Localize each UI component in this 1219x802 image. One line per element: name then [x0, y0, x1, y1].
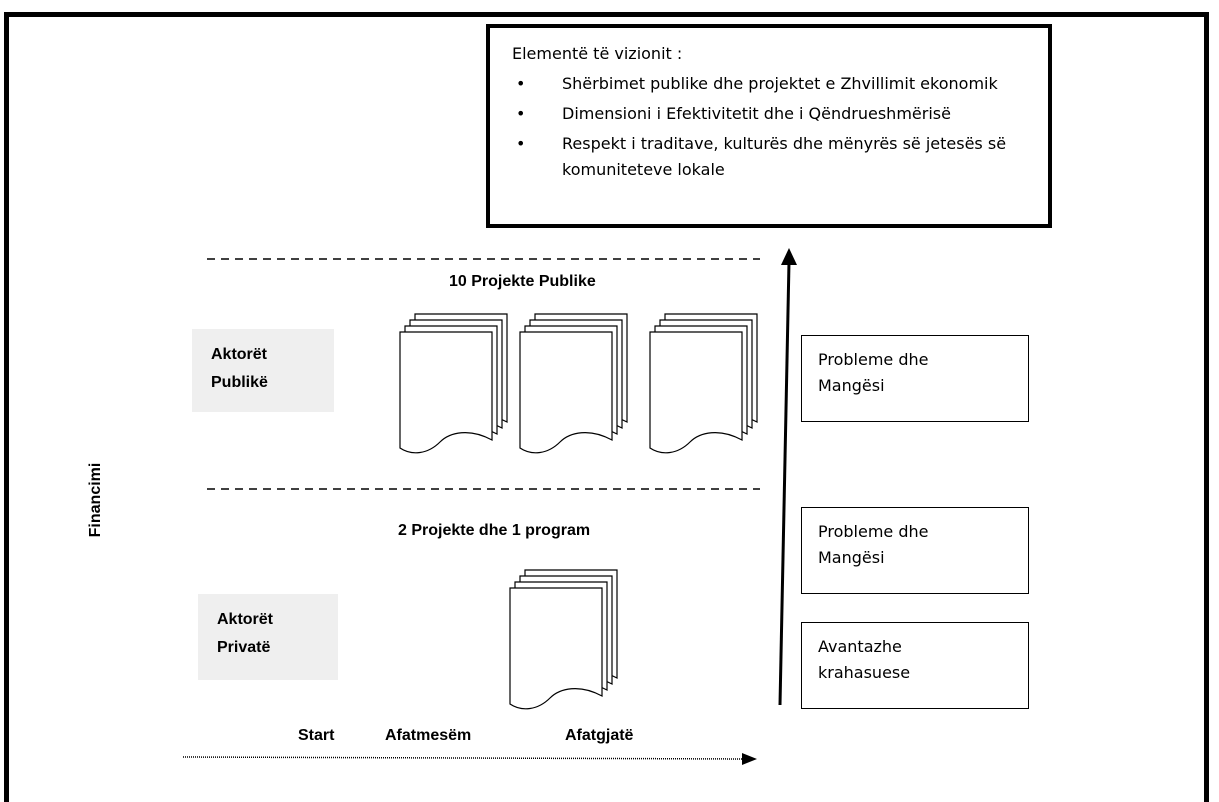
- vision-item-text: Respekt i traditave, kulturës dhe mënyrë…: [562, 134, 1007, 179]
- vision-item-text: Dimensioni i Efektivitetit dhe i Qëndrue…: [562, 104, 951, 123]
- document-stack-icon: [400, 314, 507, 453]
- public-projects-heading: 10 Projekte Publike: [449, 273, 596, 290]
- problems-box: Probleme dhe Mangësi: [801, 335, 1029, 422]
- bullet-icon: •: [516, 74, 526, 93]
- problems-box-line: Probleme dhe: [818, 522, 929, 541]
- document-stack-icon: [650, 314, 757, 453]
- document-stack-icon: [510, 570, 617, 709]
- private-projects-heading: 2 Projekte dhe 1 program: [398, 522, 591, 539]
- private-actors-line: Aktorët: [217, 611, 274, 628]
- diagram-frame: [4, 12, 1209, 802]
- problems-box-line: Mangësi: [818, 548, 885, 567]
- vertical-arrow: [778, 248, 797, 706]
- vision-box: Elementë të vizionit : • Shërbimet publik…: [486, 24, 1052, 228]
- advantages-box-line: Avantazhe: [818, 637, 902, 656]
- vision-item: • Shërbimet publike dhe projektet e Zhvil…: [512, 71, 1028, 97]
- vision-item: • Dimensioni i Efektivitetit dhe i Qëndru…: [512, 101, 1028, 127]
- advantages-box-line: krahasuese: [818, 663, 911, 682]
- timeline-arrow: [182, 753, 757, 765]
- private-actors-label: Aktorët Privatë: [198, 594, 338, 680]
- advantages-box: Avantazhe krahasuese: [801, 622, 1029, 709]
- vision-list: • Shërbimet publike dhe projektet e Zhvil…: [512, 71, 1028, 183]
- bullet-icon: •: [516, 104, 526, 123]
- timeline-long-label: Afatgjatë: [565, 727, 634, 744]
- problems-box-line: Mangësi: [818, 376, 885, 395]
- problems-box-line: Probleme dhe: [818, 350, 929, 369]
- vision-title: Elementë të vizionit :: [512, 44, 683, 63]
- public-actors-line: Aktorët: [211, 346, 268, 363]
- private-actors-line: Privatë: [217, 639, 271, 656]
- vision-item-text: Shërbimet publike dhe projektet e Zhvill…: [562, 74, 998, 93]
- problems-box: Probleme dhe Mangësi: [801, 507, 1029, 594]
- timeline-mid-label: Afatmesëm: [385, 727, 472, 744]
- bullet-icon: •: [516, 134, 526, 153]
- public-actors-line: Publikë: [211, 374, 268, 391]
- vision-item: • Respekt i traditave, kulturës dhe mënyr…: [512, 131, 1028, 183]
- public-actors-label: Aktorët Publikë: [192, 329, 334, 412]
- y-axis-label: Financimi: [87, 462, 104, 538]
- document-stack-icon: [520, 314, 627, 453]
- timeline-start-label: Start: [298, 727, 335, 744]
